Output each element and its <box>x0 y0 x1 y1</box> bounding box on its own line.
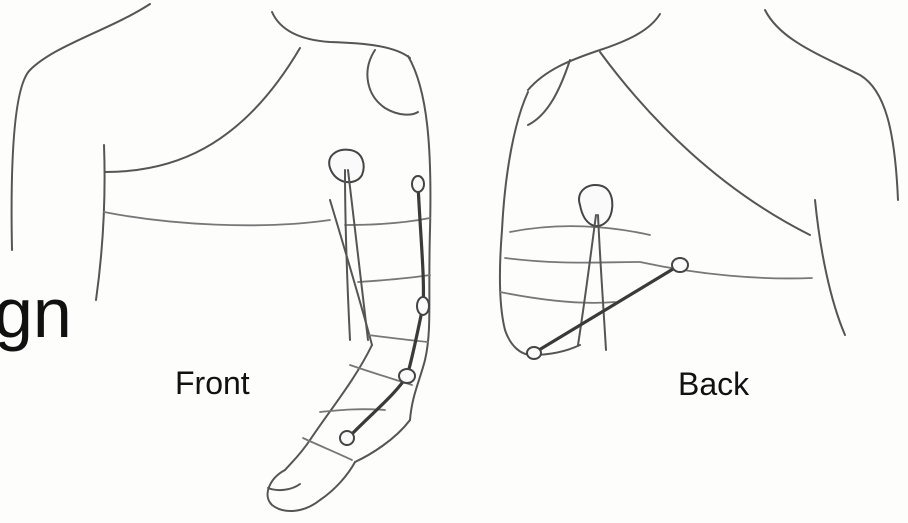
back-band-2 <box>500 292 615 303</box>
front-tendon-right <box>348 170 368 340</box>
back-right-flank <box>815 200 845 335</box>
front-left-shoulder-outline <box>12 4 150 250</box>
front-cable <box>348 184 423 438</box>
front-arm-band-1 <box>345 218 430 225</box>
back-right-shoulder-outline <box>765 10 898 200</box>
front-chest-line <box>105 48 300 172</box>
front-cable-anchor-2 <box>417 297 429 315</box>
front-cable-anchor-1 <box>412 176 424 192</box>
front-label: Front <box>175 365 250 402</box>
back-tendon-right <box>598 215 606 350</box>
front-cable-anchor-3 <box>399 369 415 383</box>
back-band-1 <box>505 258 812 278</box>
front-thumb <box>268 484 300 490</box>
front-hand <box>268 462 355 511</box>
back-view <box>500 10 898 359</box>
front-arm-band-2 <box>358 275 430 282</box>
partial-title-text: gn <box>0 278 72 348</box>
back-arm-outer <box>500 92 532 355</box>
front-neck-curve <box>272 12 410 58</box>
back-cable-anchor-2 <box>672 258 688 272</box>
front-arm-band-3 <box>368 335 428 342</box>
back-band-3 <box>510 226 650 235</box>
front-forearm-upper <box>355 420 410 462</box>
front-torso-band <box>104 212 330 225</box>
back-shoulder-cap <box>528 60 570 125</box>
back-label: Back <box>678 366 749 403</box>
front-tendon-left <box>345 170 350 340</box>
front-shoulder-anchor <box>329 150 363 183</box>
front-left-flank <box>96 145 105 300</box>
back-neck-curve <box>528 14 660 90</box>
front-view <box>12 4 431 511</box>
back-cable-anchor-1 <box>527 347 541 359</box>
back-diagonal <box>600 52 810 235</box>
front-forearm-lower <box>285 345 372 470</box>
front-cable-anchor-4 <box>340 431 354 445</box>
